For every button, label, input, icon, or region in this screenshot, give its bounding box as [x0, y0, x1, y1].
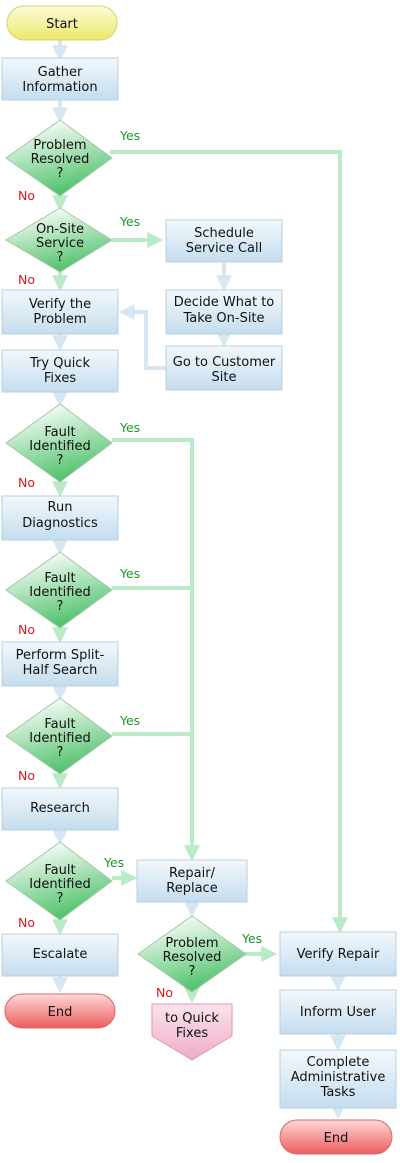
verify-problem-box: Verify the Problem [1, 289, 119, 335]
quick-fixes-line2: Fixes [44, 371, 76, 386]
fault-identified-decision-2: Fault Identified ? [5, 551, 113, 629]
fault-identified-decision-3: Fault Identified ? [5, 697, 113, 775]
fault4-line1: Fault [44, 863, 75, 878]
admin-line2: Administrative [291, 1070, 386, 1085]
resolved1-yes-label: Yes [119, 128, 140, 143]
resolved1-line2: Resolved [31, 152, 90, 167]
fault3-line1: Fault [44, 717, 75, 732]
resolved2-no-label: No [156, 985, 173, 1000]
resolved1-line1: Problem [33, 138, 86, 153]
edge-fault1-repair-yes [112, 438, 200, 862]
fault4-line3: ? [57, 891, 64, 906]
quick-fixes-line1: Try Quick [29, 356, 90, 371]
go-to-customer-site-box: Go to Customer Site [165, 345, 283, 391]
to-quick-line2: Fixes [176, 1026, 208, 1041]
start-terminal: Start [6, 5, 118, 41]
fault4-no-label: No [18, 915, 35, 930]
end-terminal-right: End [279, 1119, 393, 1155]
start-label: Start [46, 17, 78, 32]
end-left-label: End [48, 1005, 73, 1020]
complete-admin-tasks-box: Complete Administrative Tasks [279, 1049, 397, 1109]
split-half-line2: Half Search [23, 663, 98, 678]
split-half-search-box: Perform Split- Half Search [1, 641, 119, 687]
onsite-no-label: No [18, 272, 35, 287]
repair-replace-box: Repair/ Replace [136, 859, 248, 903]
verify-problem-line1: Verify the [29, 297, 91, 312]
gather-info-line2: Information [22, 80, 97, 95]
fault3-yes-label: Yes [119, 713, 140, 728]
resolved1-no-label: No [18, 188, 35, 203]
resolved2-line1: Problem [165, 936, 218, 951]
run-diag-line1: Run [48, 500, 73, 515]
admin-line1: Complete [307, 1055, 370, 1070]
decide-line1: Decide What to [174, 295, 275, 310]
fault2-line2: Identified [29, 585, 90, 600]
fault2-yes-label: Yes [119, 566, 140, 581]
schedule-service-call-box: Schedule Service Call [165, 219, 283, 263]
fault-identified-decision-4: Fault Identified ? [5, 841, 113, 921]
fault1-no-label: No [18, 475, 35, 490]
run-diag-line2: Diagnostics [22, 516, 98, 531]
resolved1-line3: ? [57, 166, 64, 181]
fault2-no-label: No [18, 622, 35, 637]
inform-user-box: Inform User [279, 989, 397, 1035]
onsite-service-decision: On-Site Service ? [5, 207, 113, 273]
escalate-box: Escalate [1, 933, 119, 977]
repair-line2: Replace [166, 881, 217, 896]
edge-resolved-verifyrepair-yes [110, 150, 348, 934]
to-quick-fixes-connector: to Quick Fixes [151, 1003, 233, 1061]
goto-line2: Site [212, 370, 237, 385]
fault1-line1: Fault [44, 425, 75, 440]
resolved2-line2: Resolved [163, 950, 222, 965]
onsite-line1: On-Site [36, 222, 84, 237]
end-terminal-left: End [4, 993, 116, 1029]
decide-what-to-take-box: Decide What to Take On-Site [165, 289, 283, 335]
fault2-line3: ? [57, 599, 64, 614]
research-box: Research [1, 787, 119, 831]
resolved2-yes-label: Yes [241, 931, 262, 946]
fault1-line2: Identified [29, 439, 90, 454]
split-half-line1: Perform Split- [16, 648, 105, 663]
verify-repair-label: Verify Repair [297, 947, 380, 962]
to-quick-line1: to Quick [165, 1011, 219, 1026]
fault-identified-decision-1: Fault Identified ? [5, 403, 113, 483]
resolved2-line3: ? [189, 964, 196, 979]
gather-info-box: Gather Information [1, 57, 119, 101]
onsite-line3: ? [57, 250, 64, 265]
fault3-no-label: No [18, 768, 35, 783]
fault1-line3: ? [57, 453, 64, 468]
fault3-line3: ? [57, 745, 64, 760]
fault3-line2: Identified [29, 731, 90, 746]
run-diagnostics-box: Run Diagnostics [1, 495, 119, 541]
edge-goto-verify [118, 304, 166, 370]
try-quick-fixes-box: Try Quick Fixes [1, 349, 119, 393]
end-right-label: End [324, 1131, 349, 1146]
fault1-yes-label: Yes [119, 420, 140, 435]
problem-resolved-decision-1: Problem Resolved ? [5, 119, 113, 197]
fault2-line1: Fault [44, 571, 75, 586]
repair-line1: Repair/ [169, 866, 216, 881]
verify-repair-box: Verify Repair [279, 931, 397, 977]
onsite-line2: Service [36, 236, 84, 251]
fault4-line2: Identified [29, 877, 90, 892]
escalate-label: Escalate [33, 947, 88, 962]
inform-user-label: Inform User [300, 1005, 377, 1020]
schedule-line1: Schedule [194, 226, 254, 241]
gather-info-line1: Gather [38, 65, 83, 80]
onsite-yes-label: Yes [119, 214, 140, 229]
goto-line1: Go to Customer [173, 355, 276, 370]
fault4-yes-label: Yes [103, 855, 124, 870]
schedule-line2: Service Call [186, 241, 262, 256]
admin-line3: Tasks [320, 1085, 356, 1100]
research-label: Research [30, 801, 90, 816]
verify-problem-line2: Problem [33, 312, 86, 327]
problem-resolved-decision-2: Problem Resolved ? [137, 915, 247, 993]
decide-line2: Take On-Site [182, 311, 264, 326]
connectors [52, 40, 348, 1120]
